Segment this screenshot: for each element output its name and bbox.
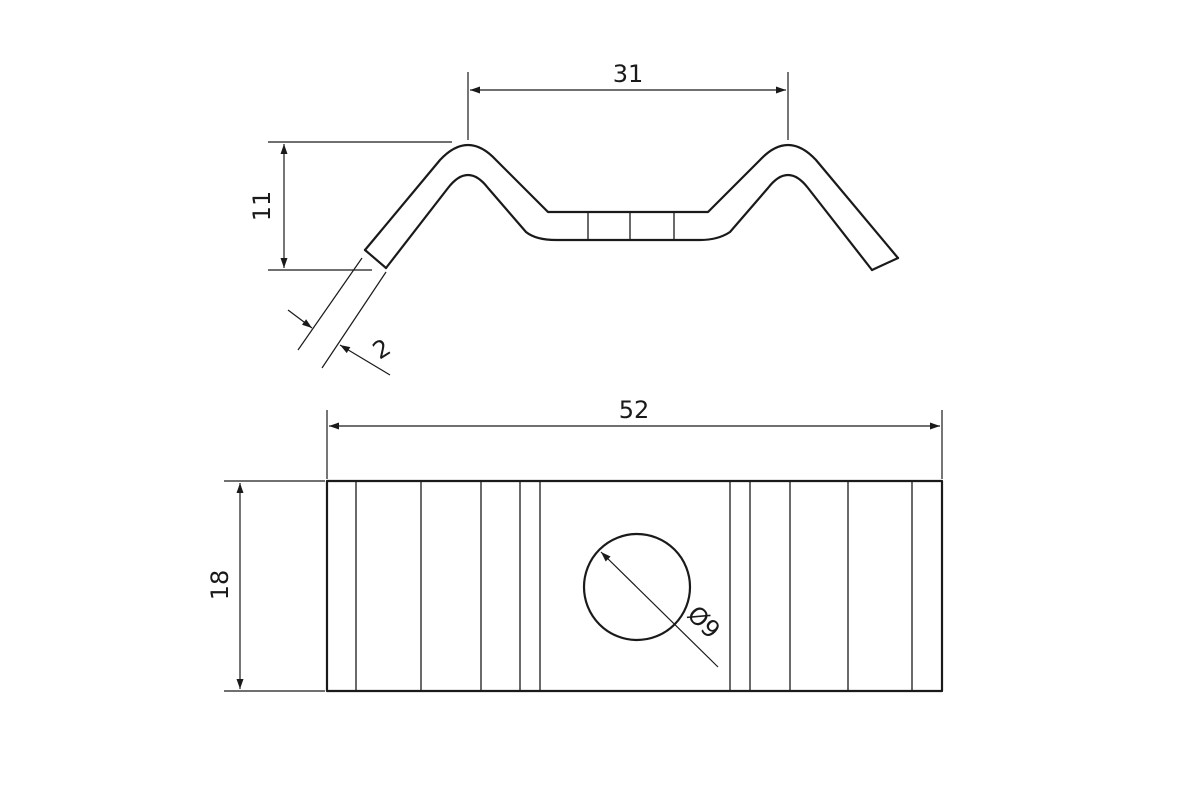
plate-outline [325,479,944,693]
dimension-31: 31 [467,60,789,140]
plate-hole [582,532,692,642]
dimension-18-label: 18 [206,570,234,601]
plan-view [325,479,944,693]
dimension-52-label: 52 [619,396,650,424]
profile-right-end [870,256,900,272]
dimension-18: 18 [206,480,325,692]
dimension-2: 2 [287,257,396,376]
dimension-diameter-9: Ø9 [600,551,726,668]
profile-outer-contour [363,144,900,260]
dimension-2-label: 2 [368,333,396,365]
side-profile-view [363,144,900,272]
dimension-31-label: 31 [613,60,644,88]
dimension-11: 11 [248,141,452,271]
profile-left-end [363,248,388,270]
profile-inner-contour [384,173,874,272]
dimension-52: 52 [326,396,943,479]
dimension-11-label: 11 [248,191,276,222]
